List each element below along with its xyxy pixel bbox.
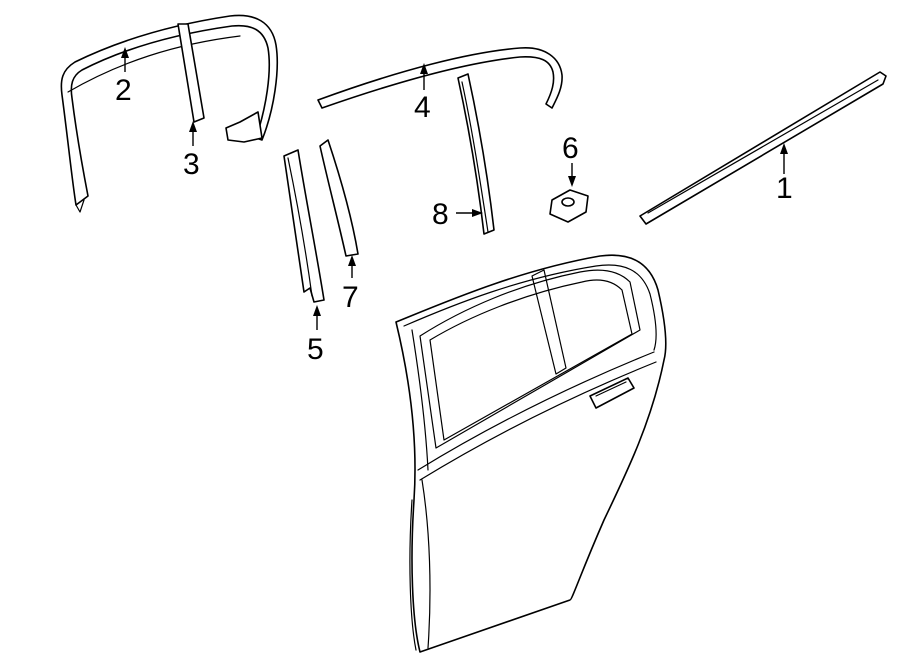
leader-1 xyxy=(780,143,788,174)
part-2-window-frame-seal xyxy=(60,14,279,213)
callout-5: 5 xyxy=(307,333,324,366)
leader-2 xyxy=(121,47,129,72)
rear-door xyxy=(395,254,667,653)
part-6-clip xyxy=(549,189,589,223)
part-4-upper-molding xyxy=(317,47,563,109)
callout-7: 7 xyxy=(342,281,359,314)
callout-6: 6 xyxy=(562,132,579,165)
callout-1: 1 xyxy=(776,172,793,205)
part-8-run-channel xyxy=(457,73,495,235)
callout-2: 2 xyxy=(115,74,132,107)
leader-5 xyxy=(313,305,321,330)
part-1-belt-molding xyxy=(639,71,887,225)
part-5-applique xyxy=(283,149,325,303)
callout-3: 3 xyxy=(183,148,200,181)
callout-4: 4 xyxy=(414,91,431,124)
callout-8: 8 xyxy=(432,198,449,231)
leader-8 xyxy=(456,209,483,217)
leader-6 xyxy=(568,163,576,187)
part-7-applique xyxy=(319,139,359,257)
part-3-pillar-seal xyxy=(177,23,263,143)
leader-4 xyxy=(420,63,428,90)
leader-7 xyxy=(348,255,356,278)
leader-3 xyxy=(189,121,197,146)
